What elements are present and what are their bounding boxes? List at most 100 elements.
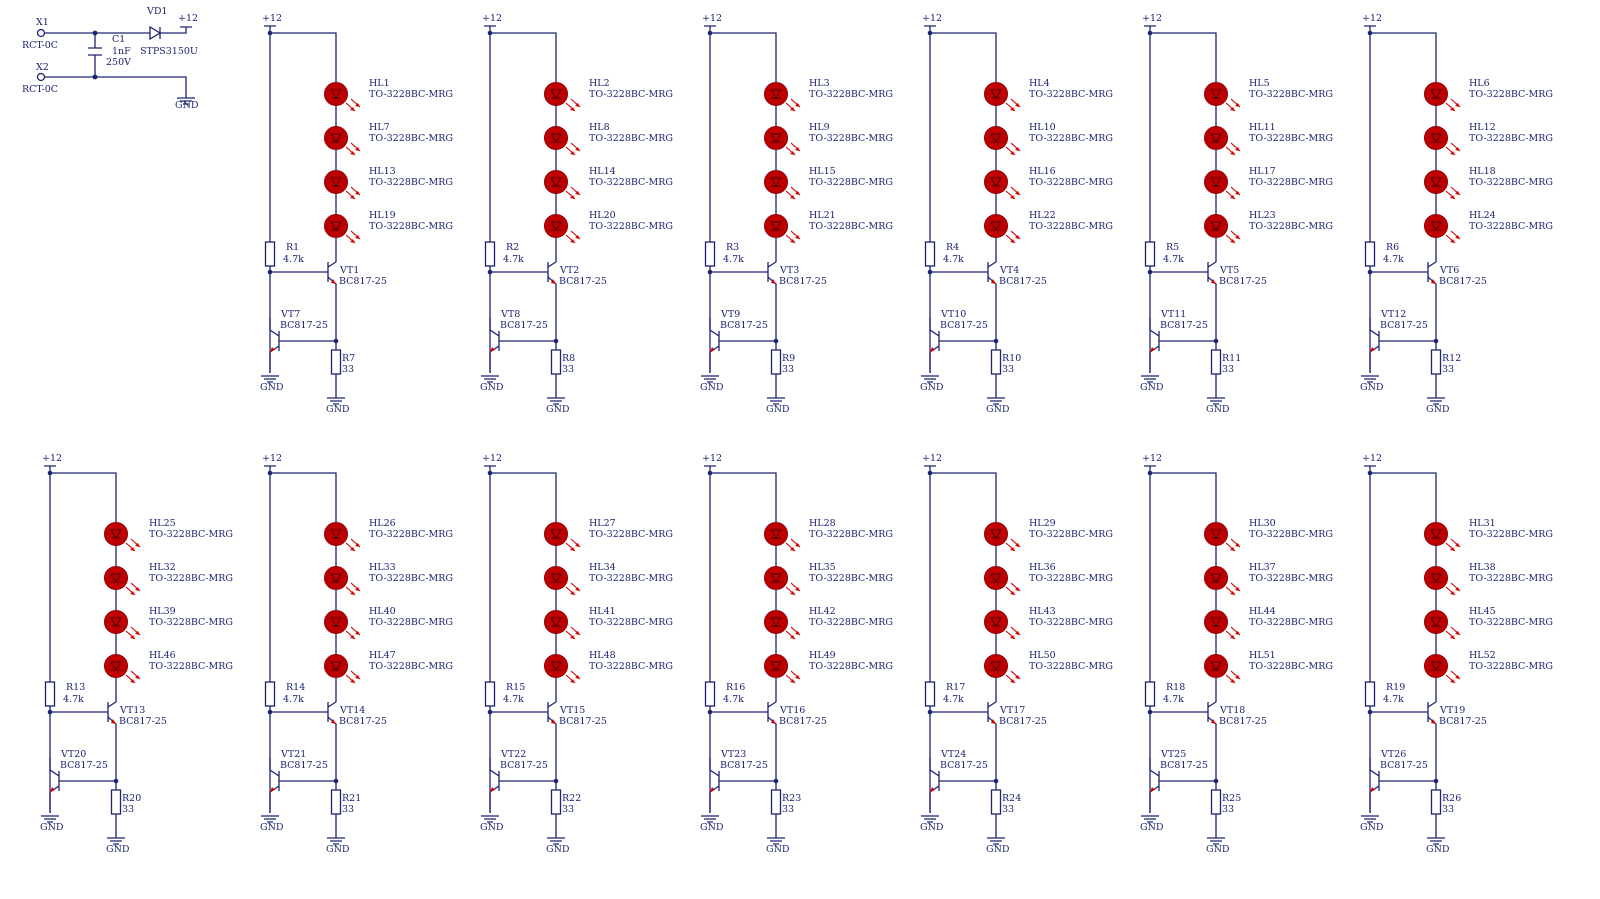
led-ref: HL7 [369, 122, 390, 133]
led-part: TO-3228BC-MRG [369, 89, 453, 100]
driver-part: BC817-25 [999, 716, 1047, 727]
led-part: TO-3228BC-MRG [1469, 177, 1553, 188]
led-ref: HL27 [589, 518, 616, 529]
led-diode-mark [1430, 89, 1442, 99]
led-ref: HL24 [1469, 210, 1496, 221]
base-resistor-value: 4.7k [1163, 254, 1184, 265]
limiter-ground [1361, 815, 1379, 823]
led-ref: HL2 [589, 78, 610, 89]
led-ref: HL50 [1029, 650, 1056, 661]
sense-ground [547, 397, 565, 405]
base-resistor-ref: R19 [1386, 682, 1405, 693]
led-part: TO-3228BC-MRG [369, 617, 453, 628]
limiter-transistor [709, 318, 776, 373]
led-diode-mark [770, 573, 782, 583]
base-resistor [924, 241, 936, 267]
driver-transistor [490, 701, 557, 780]
led-diode-mark [990, 221, 1002, 231]
driver-module: +12HL25TO-3228BC-MRGHL32TO-3228BC-MRGHL3… [40, 453, 233, 855]
base-resistor [484, 681, 496, 707]
base-resistor-value: 4.7k [943, 254, 964, 265]
limiter-part: BC817-25 [1160, 760, 1208, 771]
input-ground-label: GND [175, 100, 199, 111]
led-part: TO-3228BC-MRG [1249, 573, 1333, 584]
driver-emitter-arrow [991, 719, 996, 724]
led-symbol [984, 566, 1008, 590]
limiter-ground [701, 375, 719, 383]
driver-emitter-arrow [771, 719, 776, 724]
sense-resistor [770, 789, 782, 815]
junction-dot [92, 74, 98, 80]
led-symbol [984, 170, 1008, 194]
led-ref: HL43 [1029, 606, 1056, 617]
led-ref: HL37 [1249, 562, 1276, 573]
led-part: TO-3228BC-MRG [1249, 133, 1333, 144]
limiter-ground [1361, 375, 1379, 383]
led-diode-mark [1210, 221, 1222, 231]
led-part: TO-3228BC-MRG [1249, 529, 1333, 540]
light-arrowheads [1450, 191, 1460, 199]
led-ref: HL1 [369, 78, 390, 89]
limiter-ground [261, 815, 279, 823]
led-part: TO-3228BC-MRG [809, 133, 893, 144]
base-resistor [1144, 681, 1156, 707]
driver-part: BC817-25 [1219, 716, 1267, 727]
driver-ref: VT13 [119, 705, 145, 716]
led-diode-mark [1430, 661, 1442, 671]
base-resistor [704, 681, 716, 707]
base-resistor-ref: R17 [946, 682, 965, 693]
x1-terminal [36, 28, 46, 38]
led-ref: HL17 [1249, 166, 1276, 177]
limiter-ground [1141, 375, 1159, 383]
led-ref: HL20 [589, 210, 616, 221]
limiter-part: BC817-25 [720, 320, 768, 331]
led-ref: HL18 [1469, 166, 1496, 177]
led-symbol [1424, 126, 1448, 150]
light-arrowheads [1450, 543, 1460, 551]
led-diode-mark [1210, 177, 1222, 187]
light-arrowheads [1010, 147, 1020, 155]
limiter-transistor [929, 758, 996, 813]
led-diode-mark [550, 133, 562, 143]
light-arrowheads [130, 587, 140, 595]
led-symbol [764, 170, 788, 194]
sense-ground [987, 397, 1005, 405]
light-arrowheads [1450, 631, 1460, 639]
light-arrowheads [350, 103, 360, 111]
ground-label: GND [326, 404, 350, 415]
sense-resistor-ref: R23 [782, 793, 801, 804]
led-symbol [764, 214, 788, 238]
ground-label: GND [260, 382, 284, 393]
base-resistor-ref: R1 [286, 242, 299, 253]
x2-ref: X2 [36, 62, 49, 73]
led-ref: HL42 [809, 606, 836, 617]
led-diode-mark [330, 89, 342, 99]
light-arrowheads [790, 587, 800, 595]
light-arrowheads [1230, 631, 1240, 639]
limiter-part: BC817-25 [1380, 760, 1428, 771]
sense-resistor-ref: R11 [1222, 353, 1241, 364]
led-ref: HL23 [1249, 210, 1276, 221]
limiter-ref: VT8 [500, 309, 520, 320]
driver-module: +12HL6TO-3228BC-MRGHL12TO-3228BC-MRGHL18… [1360, 13, 1553, 415]
supply-wire [264, 465, 337, 522]
supply-label: +12 [702, 453, 722, 464]
led-ref: HL32 [149, 562, 176, 573]
supply-wire [924, 465, 997, 522]
limiter-ref: VT22 [500, 749, 526, 760]
base-resistor-value: 4.7k [1163, 694, 1184, 705]
light-arrowheads [350, 543, 360, 551]
ground-label: GND [546, 404, 570, 415]
driver-emitter-arrow [551, 719, 556, 724]
light-arrowheads [350, 631, 360, 639]
sense-resistor-value: 33 [782, 804, 794, 815]
led-diode-mark [990, 617, 1002, 627]
driver-transistor [1370, 701, 1437, 780]
led-part: TO-3228BC-MRG [369, 661, 453, 672]
sense-resistor [550, 349, 562, 375]
led-symbol [764, 522, 788, 546]
limiter-ref: VT20 [60, 749, 86, 760]
driver-part: BC817-25 [1219, 276, 1267, 287]
base-resistor-ref: R13 [66, 682, 85, 693]
sense-resistor-ref: R20 [122, 793, 141, 804]
